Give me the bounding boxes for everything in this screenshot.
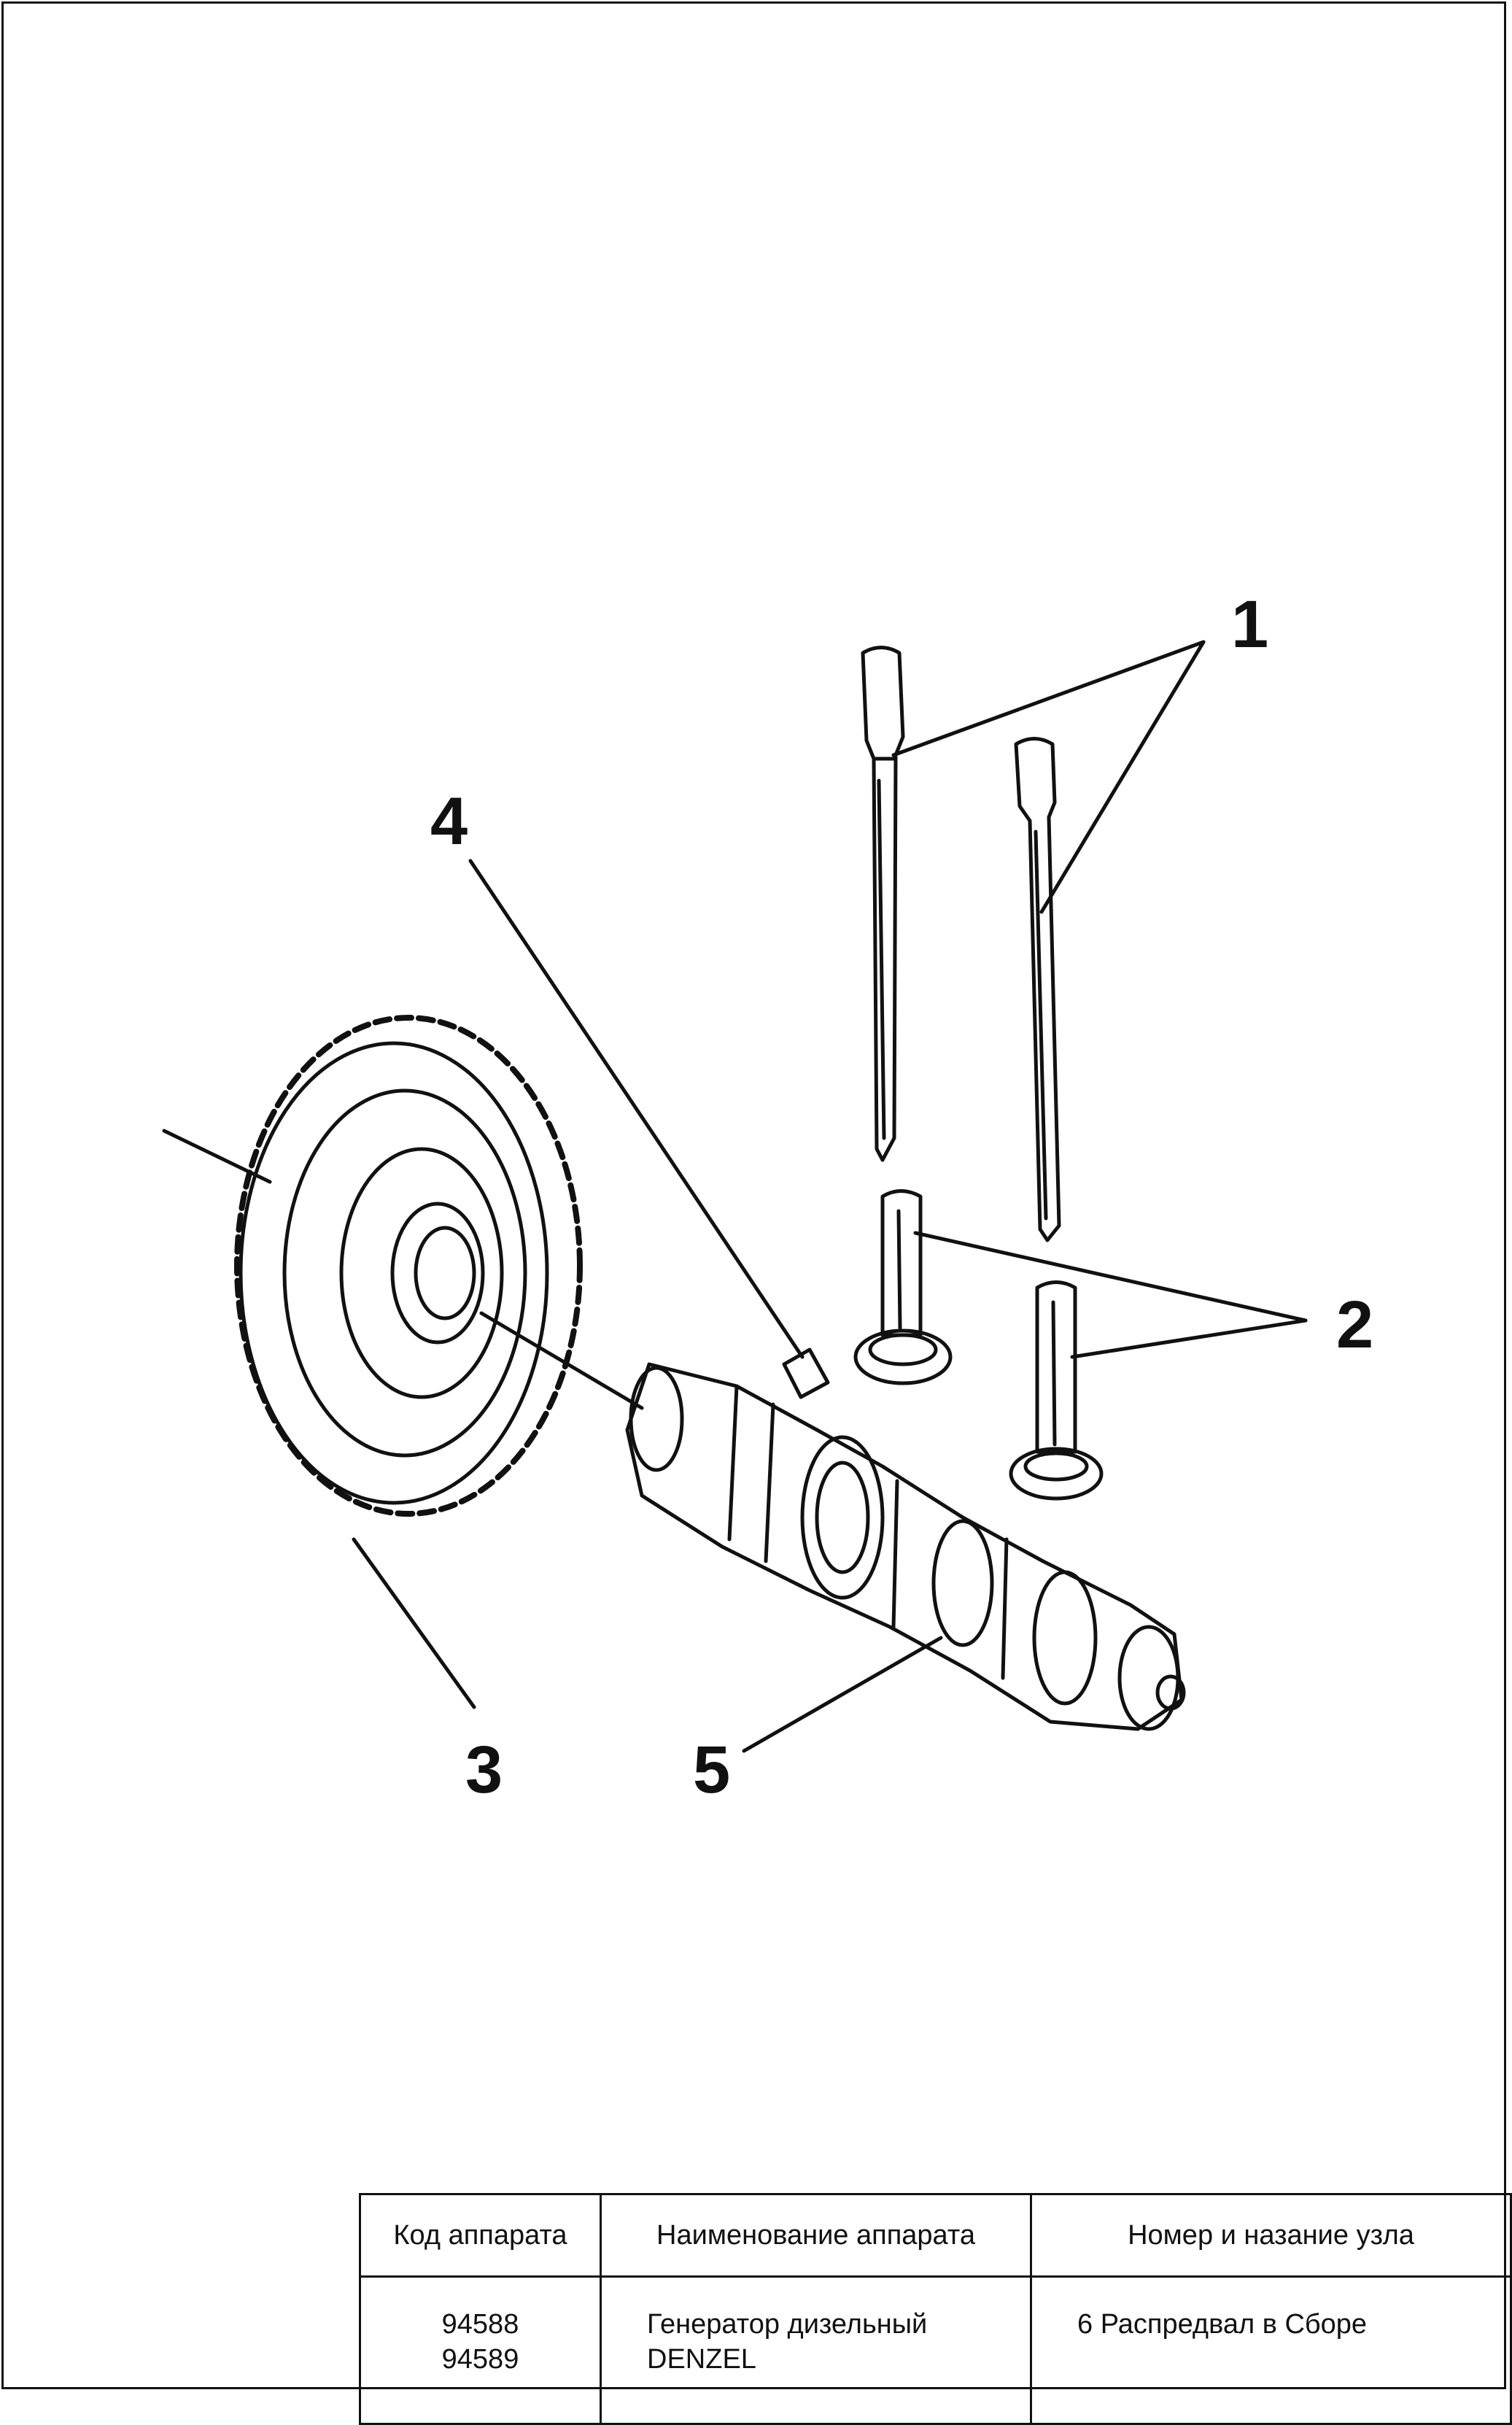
callout-label-3: 3 [465,1733,503,1807]
camshaft [625,1362,1186,1731]
title-block-header-row: Код аппарата Наименование аппарата Номер… [359,2193,1512,2278]
title-block: Код аппарата Наименование аппарата Номер… [359,2193,1512,2425]
device-name-line-1: Генератор дизельный [647,2309,928,2340]
node-cell: 6 Распредвал в Сборе [1030,2275,1512,2425]
callout-label-1: 1 [1231,587,1269,662]
pushrod-right [1014,737,1061,1242]
camshaft-gear [234,1015,583,1517]
pushrod-left [861,646,905,1162]
header-device-code: Код аппарата [359,2193,602,2278]
title-block-value-row: 94588 94589 Генератор дизельный DENZEL 6… [359,2275,1512,2425]
header-node-number-name: Номер и назание узла [1030,2193,1512,2278]
leader-lines [162,640,1308,1753]
callout-label-4: 4 [430,784,468,859]
device-name-cell: Генератор дизельный DENZEL [600,2275,1032,2425]
callout-label-2: 2 [1336,1288,1374,1362]
device-code-1: 94588 [441,2309,519,2340]
device-name-line-2: DENZEL [647,2344,756,2375]
callout-label-5: 5 [693,1733,731,1807]
node-number-name: 6 Распредвал в Сборе [1077,2309,1368,2340]
tappet-left [853,1189,953,1385]
header-device-name: Наименование аппарата [600,2193,1032,2278]
tappet-right [1009,1280,1104,1501]
woodruff-key [782,1347,830,1399]
device-code-2: 94589 [441,2344,519,2375]
device-code-cell: 94588 94589 [359,2275,602,2425]
